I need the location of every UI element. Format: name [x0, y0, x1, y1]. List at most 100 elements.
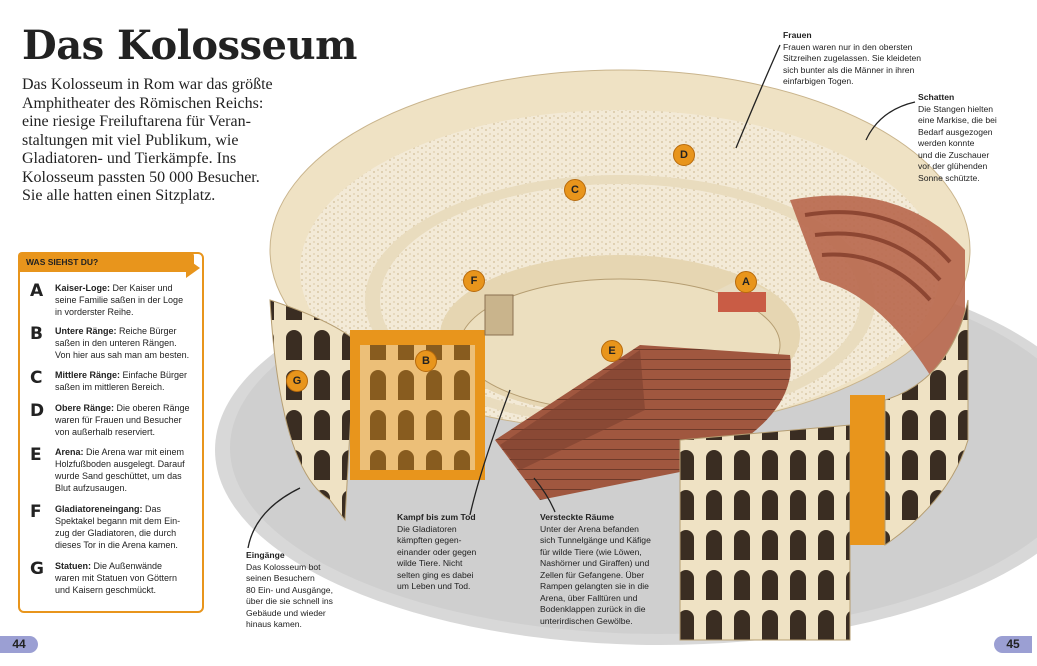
outer-wall-front [679, 424, 851, 641]
annotation-line: Arena, über Falltüren und [540, 592, 638, 603]
marker-f: F [463, 270, 485, 292]
legend-line: Die Arena war mit einem [83, 447, 185, 457]
legend-line: seine Familie saßen in der Loge [55, 295, 184, 305]
annotation-line: Bodenklappen zurück in die [540, 604, 646, 614]
annotation-line: kämpften gegen- [397, 535, 462, 545]
page-number-right: 45 [994, 636, 1032, 653]
emperor-box [718, 290, 766, 312]
annotation-line: selten ging es dabei [397, 569, 474, 580]
annotation-line: Die Gladiatoren [397, 523, 457, 534]
pointer-schatten [865, 101, 916, 141]
annotation-line: um Leben und Tod. [397, 581, 471, 591]
marker-b: B [415, 350, 437, 372]
legend-term: Gladiatoreneingang: [55, 504, 143, 514]
marker-a: A [735, 271, 757, 293]
marker-e: E [601, 340, 623, 362]
annotation-line: seinen Besuchern [246, 573, 315, 583]
outer-wall-left [269, 299, 356, 522]
annotation-line: Die Stangen hielten [918, 103, 994, 114]
annotation-line: wilde Tiere. Nicht [397, 558, 463, 568]
hypogeum-shadow [500, 350, 645, 470]
page-number-left: 44 [0, 636, 38, 653]
annotation-line: Das Kolosseum bot [246, 561, 321, 572]
legend-line: Die oberen Ränge [114, 403, 190, 413]
legend-letter: C [30, 368, 43, 388]
intro-line: Gladiatoren- und Tierkämpfe. Ins [22, 150, 237, 167]
intro-text: Das Kolosseum in Rom war das größte Amph… [22, 76, 287, 206]
annotation-line: vor der glühenden [918, 161, 988, 171]
legend-tail [186, 258, 200, 278]
legend-term: Statuen: [55, 561, 91, 571]
annotation-line: Nashörner und Giraffen) und [540, 558, 650, 568]
annotation-line: hinaus kamen. [246, 619, 302, 629]
legend-line: Holzfußboden ausgelegt. Darauf [55, 459, 185, 469]
legend-term: Kaiser-Loge: [55, 283, 111, 293]
legend-line: Das [142, 504, 162, 514]
annotation-line: werden konnte [918, 138, 975, 148]
annotation-kampf: Kampf bis zum Tod Die Gladiatoren kämpft… [397, 512, 476, 593]
annotation-heading: Versteckte Räume [540, 512, 615, 522]
legend-line: zug der Gladiatoren, die durch [55, 528, 177, 538]
marker-c: C [564, 179, 586, 201]
intro-line: Sie alle hatten einen Sitzplatz. [22, 187, 216, 204]
legend-letter: E [30, 445, 42, 465]
annotation-frauen: Frauen Frauen waren nur in den obersten … [783, 30, 921, 88]
legend-letter: A [30, 281, 44, 301]
annotation-line: eine Markise, die bei [918, 115, 997, 125]
annotation-raeume: Versteckte Räume Unter der Arena befande… [540, 512, 651, 627]
legend-line: Der Kaiser und [110, 283, 173, 293]
legend-line: Einfache Bürger [120, 370, 188, 380]
annotation-line: Rampen gelangten sie in die [540, 581, 649, 591]
awning [790, 195, 965, 440]
legend-line: wurde Sand geschüttet, um das [55, 471, 182, 481]
legend-line: Die Außenwände [91, 561, 163, 571]
legend-line: in vorderster Reihe. [55, 307, 134, 317]
annotation-line: Zellen für Gefangene. Über [540, 569, 645, 580]
intro-line: Das Kolosseum in Rom war das größte [22, 76, 273, 93]
gladiator-gate [484, 294, 514, 336]
annotation-heading: Frauen [783, 30, 812, 40]
legend-box [18, 252, 204, 613]
pointer-kampf [469, 389, 511, 516]
legend-line: saßen im mittleren Bereich. [55, 382, 165, 392]
legend-line: saßen in den unteren Rängen. [55, 338, 177, 348]
annotation-line: und die Zuschauer [918, 149, 990, 160]
awning-rib [804, 210, 952, 264]
annotation-heading: Eingänge [246, 550, 285, 560]
annotation-line: Gebäude und wieder [246, 607, 326, 618]
annotation-heading: Schatten [918, 92, 955, 102]
annotation-eingaenge: Eingänge Das Kolosseum bot seinen Besuch… [246, 550, 333, 631]
awning-rib [821, 252, 932, 302]
page-title: Das Kolosseum [22, 22, 357, 69]
legend-header: WAS SIEHST DU? [18, 252, 194, 272]
legend-letter: D [30, 401, 45, 421]
annotation-line: einfarbigen Togen. [783, 76, 854, 86]
marker-d: D [673, 144, 695, 166]
legend-line: waren mit Statuen von Göttern [55, 573, 178, 583]
annotation-line: für wilde Tiere (wie Löwen, [540, 546, 642, 557]
annotation-line: unterirdischen Gewölbe. [540, 615, 633, 626]
pointer-frauen [735, 44, 781, 149]
legend-term: Arena: [55, 447, 84, 457]
annotation-line: Unter der Arena befanden [540, 523, 639, 534]
pointer-raeume [533, 477, 556, 513]
legend-letter: B [30, 324, 43, 344]
outer-wall-right [884, 299, 969, 546]
legend-heading: WAS SIEHST DU? [26, 257, 99, 267]
legend-term: Mittlere Ränge: [55, 370, 121, 380]
legend-line: Blut aufzusaugen. [55, 483, 128, 493]
annotation-line: sich Tunnelgänge und Käfige [540, 535, 651, 545]
legend-line: und Kaisern geschmückt. [55, 585, 157, 595]
annotation-schatten: Schatten Die Stangen hielten eine Markis… [918, 92, 997, 184]
legend-line: Spektakel begann mit dem Ein- [55, 516, 181, 526]
annotation-line: 80 Ein- und Ausgänge, [246, 584, 333, 595]
marker-g: G [286, 370, 308, 392]
legend-line: Reiche Bürger [116, 326, 177, 336]
annotation-line: Sonne schützte. [918, 172, 980, 183]
legend-line: waren für Frauen und Besucher [55, 415, 182, 425]
annotation-line: Frauen waren nur in den obersten [783, 41, 913, 52]
legend-term: Untere Ränge: [55, 326, 117, 336]
annotation-heading: Kampf bis zum Tod [397, 512, 476, 522]
legend-line: Von hier aus sah man am besten. [55, 350, 190, 360]
intro-line: Amphitheater des Römischen Reichs: [22, 94, 264, 112]
